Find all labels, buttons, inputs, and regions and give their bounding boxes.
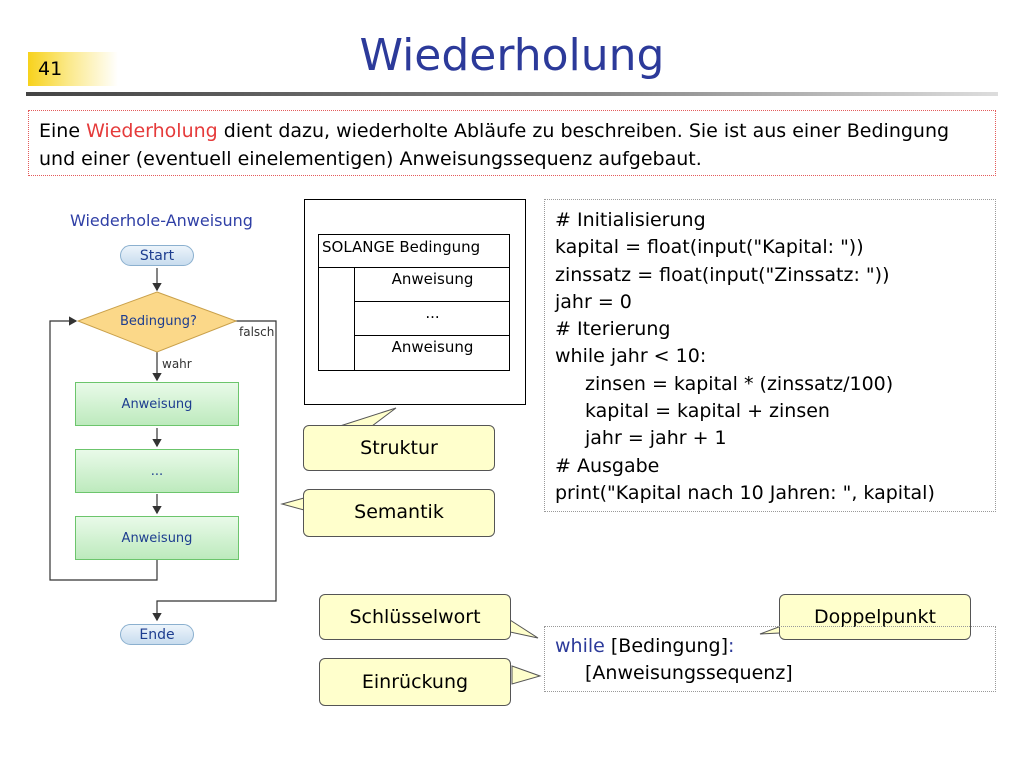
- code-line-indented: jahr = jahr + 1: [585, 427, 727, 450]
- struktogramm-body: [318, 234, 510, 371]
- start-node: Start: [120, 245, 194, 266]
- syntax-block: while [Bedingung]: [Anweisungssequenz]: [544, 626, 996, 692]
- syntax-body: [Anweisungssequenz]: [585, 662, 793, 684]
- struktogramm-row-2: ...: [354, 302, 510, 336]
- definition-text-start: Eine: [39, 120, 87, 142]
- schluesselwort-tail: [509, 619, 539, 639]
- code-example: # Initialisierung kapital = float(input(…: [544, 199, 996, 512]
- syntax-keyword: while: [555, 635, 605, 657]
- code-line: # Ausgabe: [555, 454, 660, 477]
- statement-box-1: Anweisung: [75, 382, 239, 426]
- syntax-header-line: while [Bedingung]:: [555, 633, 985, 660]
- struktur-tail: [339, 407, 397, 427]
- struktogramm-row-3: Anweisung: [354, 336, 510, 370]
- code-line: print("Kapital nach 10 Jahren: ", kapita…: [555, 481, 935, 504]
- code-line: zinssatz = float(input("Zinssatz: ")): [555, 263, 890, 286]
- struktogramm-frame: [304, 199, 526, 405]
- callout-semantik: Semantik: [303, 489, 495, 537]
- end-node: Ende: [120, 624, 194, 645]
- title-divider: [26, 92, 998, 96]
- condition-label: Bedingung?: [120, 314, 197, 329]
- callout-schluesselwort: Schlüsselwort: [319, 594, 511, 640]
- einrueckung-tail: [511, 665, 542, 685]
- condition-diamond: [76, 291, 238, 353]
- callout-struktur: Struktur: [303, 425, 495, 471]
- true-label: wahr: [162, 357, 192, 371]
- flowchart-title: Wiederhole-Anweisung: [70, 211, 253, 230]
- callout-einrueckung: Einrückung: [319, 658, 511, 706]
- definition-box: Eine Wiederholung dient dazu, wiederholt…: [28, 110, 996, 176]
- flow-arrows: [49, 268, 277, 622]
- code-line: jahr = 0: [555, 290, 632, 313]
- false-label: falsch: [239, 325, 275, 339]
- code-line-indented: kapital = kapital + zinsen: [585, 400, 830, 423]
- slide-title: Wiederholung: [359, 30, 665, 81]
- statement-box-2: ...: [75, 449, 239, 493]
- syntax-condition: [Bedingung]: [604, 635, 729, 657]
- code-line: # Iterierung: [555, 318, 671, 341]
- struktogramm-condition: SOLANGE Bedingung: [318, 234, 510, 268]
- definition-keyword: Wiederholung: [86, 120, 218, 142]
- struktogramm-row-1: Anweisung: [354, 268, 510, 302]
- code-line: while jahr < 10:: [555, 345, 707, 368]
- page-number: 41: [28, 52, 118, 86]
- callout-doppelpunkt: Doppelpunkt: [779, 594, 971, 640]
- code-line: # Initialisierung: [555, 209, 706, 231]
- code-line: kapital = float(input("Kapital: ")): [555, 236, 864, 259]
- syntax-colon: :: [728, 635, 735, 657]
- definition-text-end: dient dazu, wiederholte Abläufe zu besch…: [39, 120, 950, 170]
- code-line-indented: zinsen = kapital * (zinssatz/100): [585, 372, 894, 395]
- statement-box-3: Anweisung: [75, 516, 239, 560]
- semantik-tail: [280, 497, 305, 511]
